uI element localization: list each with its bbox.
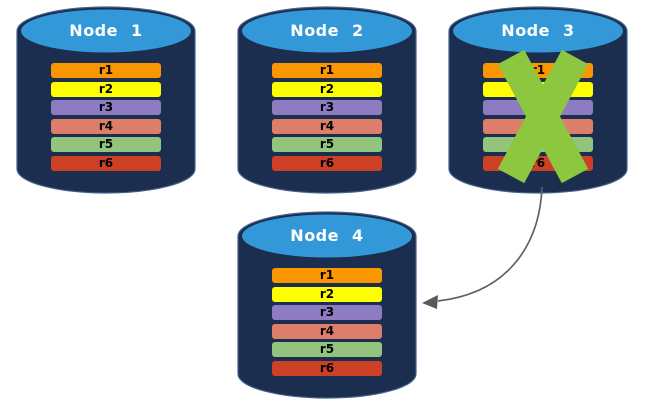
partition-r6: r6 bbox=[272, 360, 382, 376]
partition-label: r4 bbox=[319, 118, 335, 133]
failure-x-icon bbox=[497, 49, 589, 184]
partition-list: r1 r2 r3 r4 r5 r6 bbox=[272, 63, 382, 171]
partition-label: r5 bbox=[98, 137, 114, 151]
node-label: Node 4 bbox=[290, 226, 364, 245]
partition-label: r2 bbox=[319, 286, 335, 301]
partition-r2: r2 bbox=[272, 286, 382, 302]
node-2: Node 2 r1 r2 r3 r4 r5 r6 bbox=[237, 5, 417, 195]
partition-r2: r2 bbox=[51, 81, 161, 97]
partition-r1: r1 bbox=[51, 63, 161, 78]
partition-label: r4 bbox=[98, 118, 114, 133]
partition-r5: r5 bbox=[272, 342, 382, 357]
partition-label: r1 bbox=[319, 268, 335, 282]
partition-label: r6 bbox=[98, 155, 114, 170]
partition-label: r3 bbox=[319, 100, 335, 114]
partition-label: r3 bbox=[98, 100, 114, 114]
partition-r6: r6 bbox=[51, 155, 161, 171]
partition-list: r1 r2 r3 r4 r5 r6 bbox=[51, 63, 161, 171]
partition-label: r1 bbox=[319, 63, 335, 77]
partition-r4: r4 bbox=[272, 323, 382, 339]
partition-r6: r6 bbox=[272, 155, 382, 171]
node-label: Node 2 bbox=[290, 21, 364, 40]
arrow-curve bbox=[437, 186, 543, 302]
partition-r4: r4 bbox=[51, 118, 161, 134]
partition-label: r4 bbox=[319, 323, 335, 338]
partition-label: r2 bbox=[98, 81, 114, 96]
partition-label: r6 bbox=[319, 155, 335, 170]
cylinder-top bbox=[21, 9, 191, 53]
replication-arrow bbox=[422, 186, 543, 309]
node-4: Node 4 r1 r2 r3 r4 r5 r6 bbox=[237, 210, 417, 400]
partition-list: r1 r2 r3 r4 r5 r6 bbox=[272, 268, 382, 376]
arrowhead-icon bbox=[422, 295, 438, 309]
partition-label: r2 bbox=[319, 81, 335, 96]
partition-r3: r3 bbox=[51, 100, 161, 115]
x-stroke bbox=[497, 49, 589, 184]
partition-r4: r4 bbox=[272, 118, 382, 134]
partition-r1: r1 bbox=[272, 63, 382, 78]
partition-r3: r3 bbox=[272, 305, 382, 320]
node-label: Node 3 bbox=[501, 21, 575, 40]
partition-label: r3 bbox=[319, 305, 335, 319]
partition-label: r6 bbox=[319, 360, 335, 375]
partition-r1: r1 bbox=[272, 268, 382, 283]
cylinder-top bbox=[242, 214, 412, 258]
partition-label: r5 bbox=[319, 137, 335, 151]
partition-r2: r2 bbox=[272, 81, 382, 97]
node-3: Node 3 r1 r2 r3 r4 r5 r6 bbox=[448, 5, 628, 195]
partition-label: r5 bbox=[319, 342, 335, 356]
partition-r3: r3 bbox=[272, 100, 382, 115]
partition-r5: r5 bbox=[272, 137, 382, 152]
cylinder-top bbox=[453, 9, 623, 53]
partition-label: r1 bbox=[98, 63, 114, 77]
cylinder-top bbox=[242, 9, 412, 53]
partition-r5: r5 bbox=[51, 137, 161, 152]
node-label: Node 1 bbox=[69, 21, 143, 40]
node-1: Node 1 r1 r2 r3 r4 r5 r6 bbox=[16, 5, 196, 195]
